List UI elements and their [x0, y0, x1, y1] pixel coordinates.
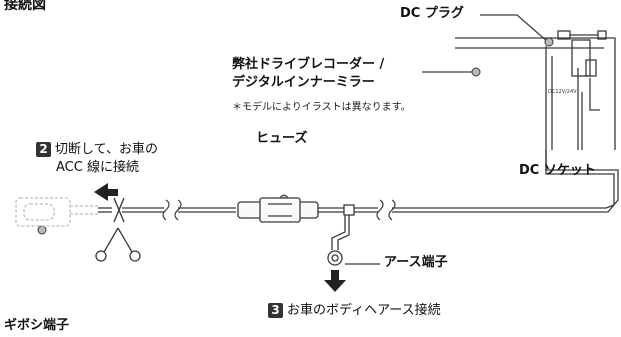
fuse-label: ヒューズ [256, 131, 308, 146]
dc-plug-leader [480, 14, 549, 43]
gibosi-terminal [15, 197, 98, 227]
step-3: 3 お車のボディヘアース接続 [268, 303, 441, 319]
cut-mark [113, 197, 125, 223]
scissors-icon [95, 227, 141, 262]
step-2: 2 切断して、お車の [36, 142, 158, 158]
illustration-note: ＊モデルによりイラストは異なります。 [232, 102, 411, 113]
left-arrow [94, 183, 118, 201]
recorder-label-line2: デジタルインナーミラー [232, 75, 375, 90]
step-2-text-line2: ACC 線に接続 [56, 160, 139, 175]
step-3-badge: 3 [268, 303, 283, 319]
gibosi-terminal-label: ギボシ端子 [4, 318, 70, 333]
diagram-title: 接続図 [4, 0, 46, 13]
main-cable [98, 150, 619, 213]
step-2-text-line1: 切断して、お車の [55, 142, 158, 157]
break-marks [162, 199, 396, 221]
recorder-label-line1: 弊社ドライブレコーダー / [232, 57, 385, 72]
dc-socket-label: DC ソケット [519, 163, 596, 178]
ground-terminal-label: アース端子 [384, 255, 448, 270]
step-3-text: お車のボディヘアース接続 [287, 303, 441, 318]
step-2-badge: 2 [36, 142, 51, 158]
gibosi-dot [37, 225, 47, 235]
recorder-device [455, 37, 616, 150]
device-voltage-print: DC12V/24V [548, 89, 577, 95]
recorder-dot [471, 67, 481, 77]
leader-lines [345, 14, 549, 265]
ground-branch [327, 204, 355, 266]
ground-arrow [324, 270, 346, 292]
dc-plug-label: DC プラグ [400, 6, 464, 21]
fuse-holder [237, 197, 319, 223]
dc-plug-dot [544, 37, 554, 47]
